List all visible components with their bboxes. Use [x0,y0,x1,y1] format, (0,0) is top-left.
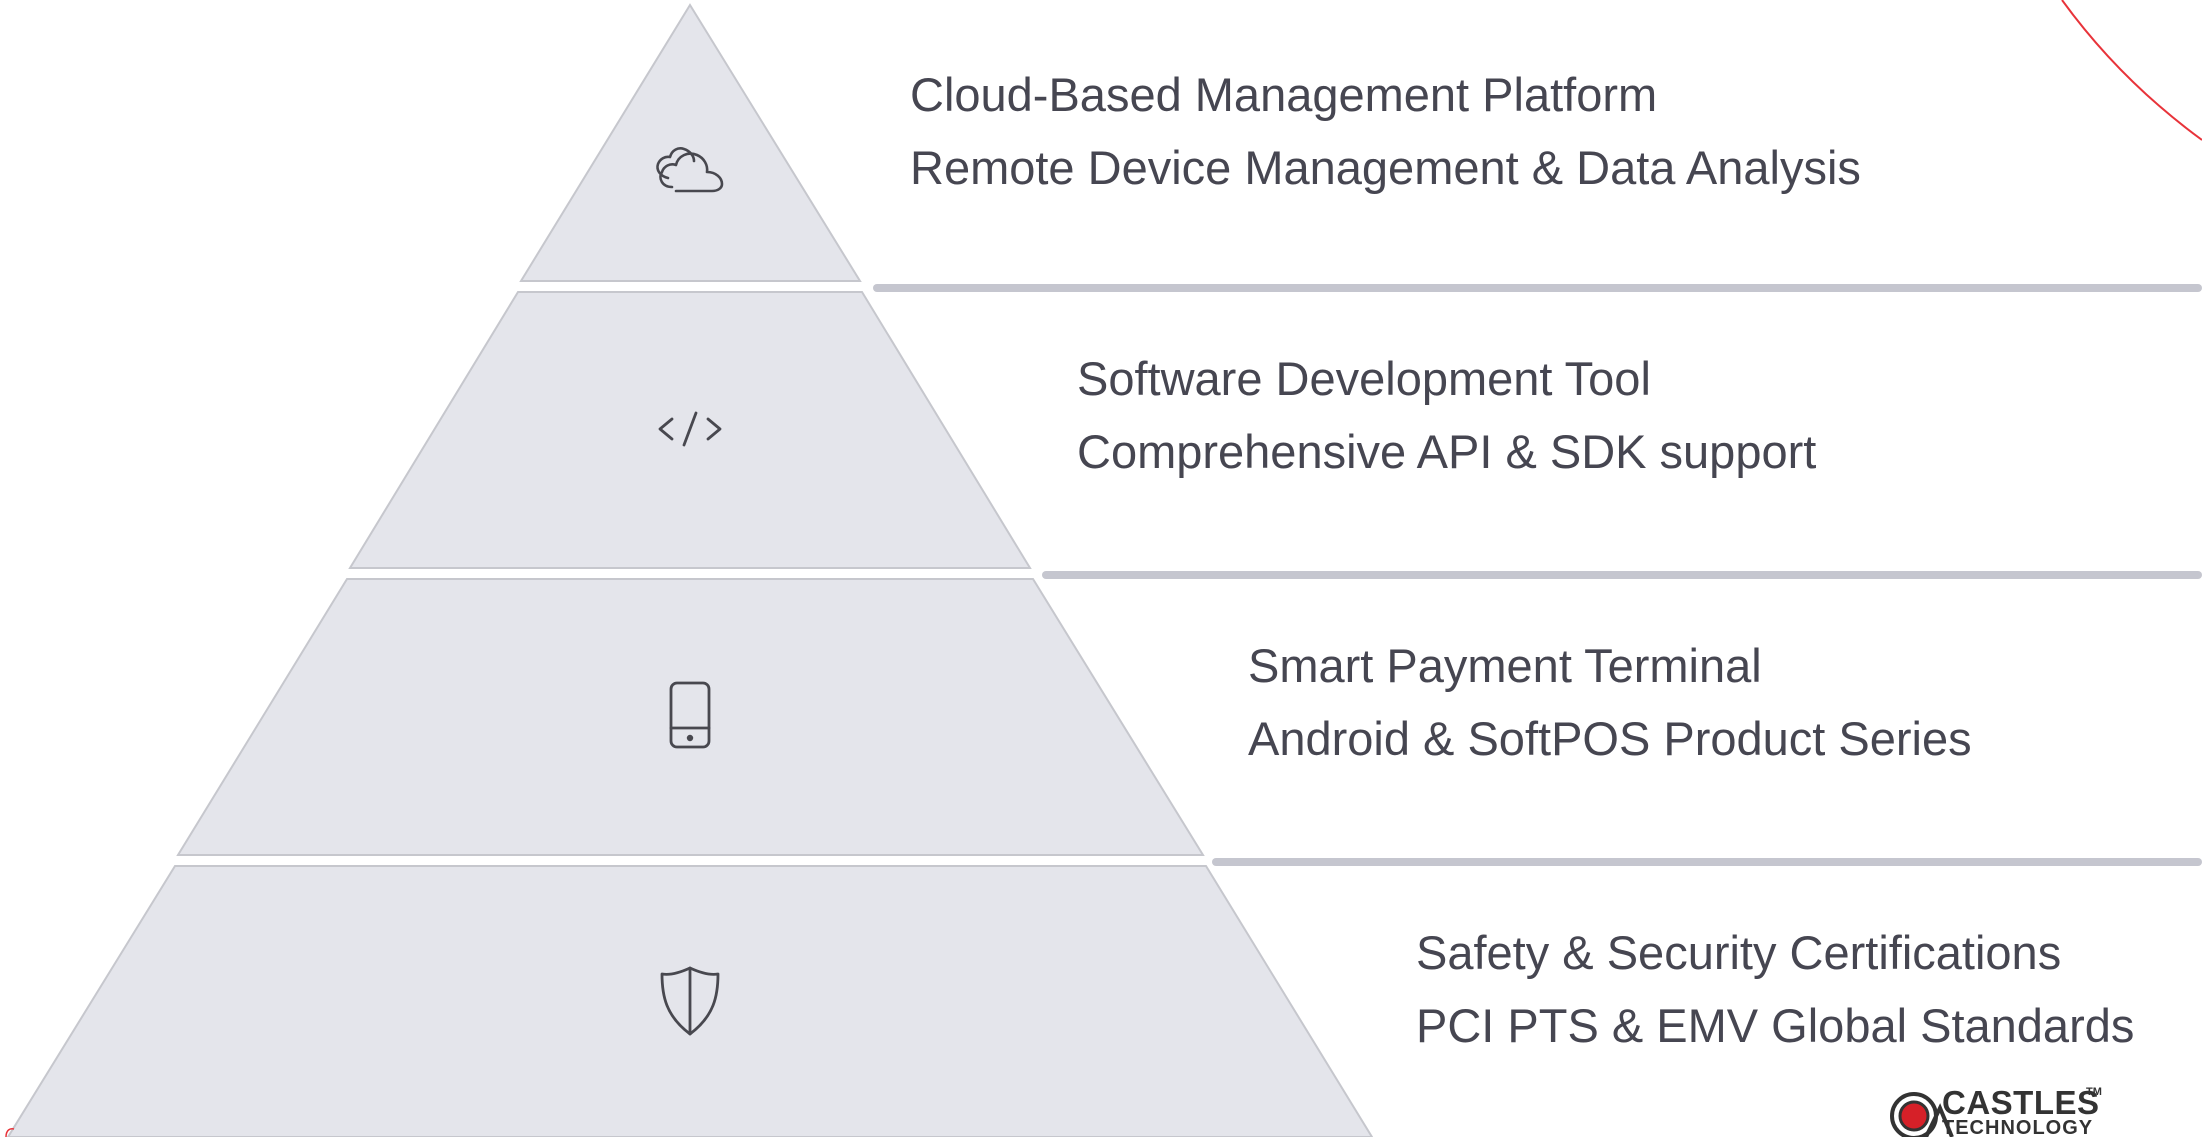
pyramid-tier-1 [519,3,862,282]
cloud-icon [656,147,724,193]
divider-3 [1212,858,2202,866]
tier-4-subtitle: PCI PTS & EMV Global Standards [1416,999,2135,1052]
tier-2-subtitle: Comprehensive API & SDK support [1077,425,1817,478]
tier-3-subtitle: Android & SoftPOS Product Series [1248,712,1972,765]
corner-mark [5,1128,15,1137]
logo-trademark: TM [2086,1086,2102,1098]
castles-logo-mark [1890,1092,1954,1137]
shield-icon [660,966,720,1036]
tier-1-subtitle: Remote Device Management & Data Analysis [910,141,1861,194]
accent-arc [2061,0,2202,141]
castles-logo: CASTLES TM TECHNOLOGY [1876,1084,2202,1137]
tier-3-title: Smart Payment Terminal [1248,639,1762,692]
smartphone-icon [669,681,711,749]
tier-1-title: Cloud-Based Management Platform [910,68,1658,121]
divider-1 [873,284,2202,292]
tier-2-text: Software Development Tool Comprehensive … [1077,342,1816,488]
tier-4-title: Safety & Security Certifications [1416,926,2062,979]
logo-name: CASTLES [1942,1084,2100,1121]
divider-2 [1042,571,2202,579]
code-icon [658,411,722,447]
pyramid-tier-3 [176,578,1205,856]
tier-1-text: Cloud-Based Management Platform Remote D… [910,58,1861,204]
logo-subtitle: TECHNOLOGY [1942,1117,2094,1137]
tier-3-text: Smart Payment Terminal Android & SoftPOS… [1248,629,1972,775]
tier-2-title: Software Development Tool [1077,352,1651,405]
tier-4-text: Safety & Security Certifications PCI PTS… [1416,916,2134,1062]
